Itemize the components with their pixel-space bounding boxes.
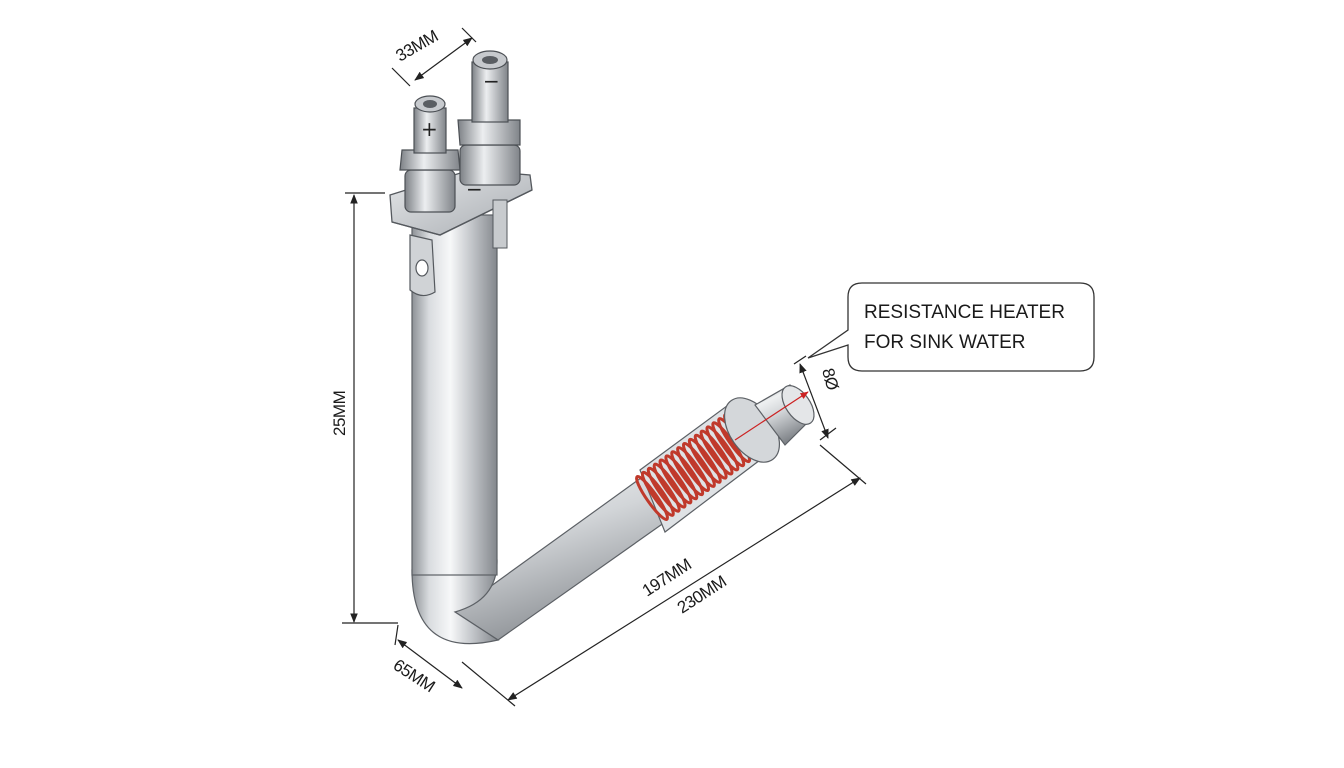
tube-elbow	[411, 559, 500, 645]
coil-winding	[699, 429, 734, 476]
terminal-negative: −	[457, 50, 521, 186]
coil-winding	[705, 425, 740, 472]
callout-line-1: RESISTANCE HEATER	[864, 302, 1065, 323]
dim-label-33mm: 33MM	[393, 26, 442, 65]
dimension-25mm: 25MM	[330, 192, 398, 624]
dim-label-diameter: 8Ø	[818, 366, 842, 392]
dim-label-25mm: 25MM	[330, 391, 349, 436]
dimension-33mm: 33MM	[391, 26, 477, 87]
callout-line-2: FOR SINK WATER	[864, 332, 1026, 353]
terminal-positive: +	[399, 95, 461, 213]
mounting-hole	[415, 259, 429, 277]
heater-tube	[411, 214, 815, 645]
negative-symbol: −	[483, 69, 500, 93]
positive-symbol: +	[421, 117, 438, 141]
dim-label-65mm: 65MM	[390, 655, 438, 696]
coil-winding	[711, 421, 746, 468]
callout-bubble: RESISTANCE HEATER FOR SINK WATER	[807, 282, 1095, 372]
